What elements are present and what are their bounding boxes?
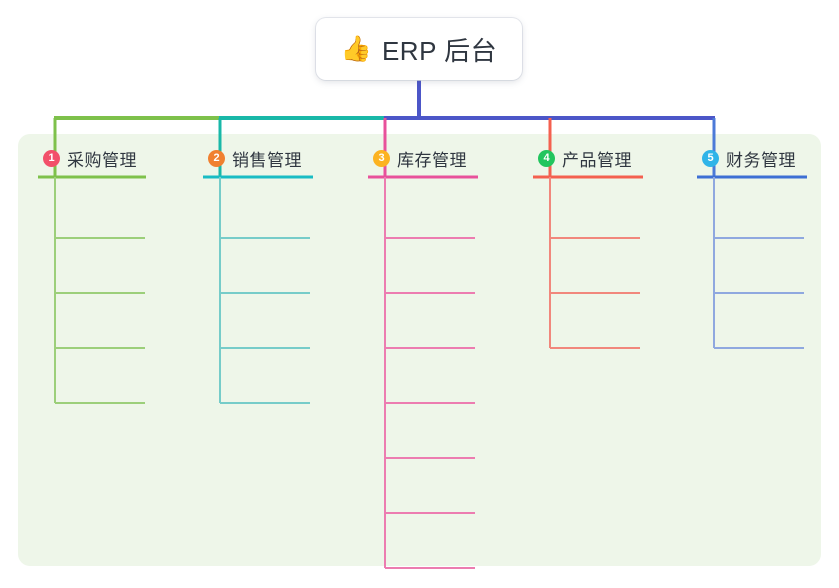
column-3[interactable]: 3 库存管理 [373, 146, 467, 170]
column-header-1[interactable]: 1 采购管理 [43, 146, 137, 170]
column-1[interactable]: 1 采购管理 [43, 146, 137, 170]
diagram-panel [18, 134, 821, 566]
column-title-2: 销售管理 [232, 150, 302, 170]
column-title-4: 产品管理 [562, 150, 632, 170]
column-title-5: 财务管理 [726, 150, 796, 170]
column-header-4[interactable]: 4 产品管理 [538, 146, 632, 170]
root-node[interactable]: 👍 ERP 后台 [316, 18, 522, 80]
root-node-label: ERP 后台 [381, 35, 498, 66]
column-header-5[interactable]: 5 财务管理 [702, 146, 796, 170]
column-badge-5: 5 [702, 149, 719, 167]
column-header-2[interactable]: 2 销售管理 [208, 146, 302, 170]
column-header-3[interactable]: 3 库存管理 [373, 146, 467, 170]
column-2[interactable]: 2 销售管理 [208, 146, 302, 170]
column-badge-3: 3 [373, 149, 390, 167]
column-badge-4: 4 [538, 149, 555, 167]
column-5[interactable]: 5 财务管理 [702, 146, 796, 170]
column-4[interactable]: 4 产品管理 [538, 146, 632, 170]
column-badge-2: 2 [208, 149, 225, 167]
column-title-1: 采购管理 [67, 150, 137, 170]
thumbs-up-icon: 👍 [340, 34, 372, 63]
column-title-3: 库存管理 [397, 150, 467, 170]
column-badge-1: 1 [43, 149, 60, 167]
